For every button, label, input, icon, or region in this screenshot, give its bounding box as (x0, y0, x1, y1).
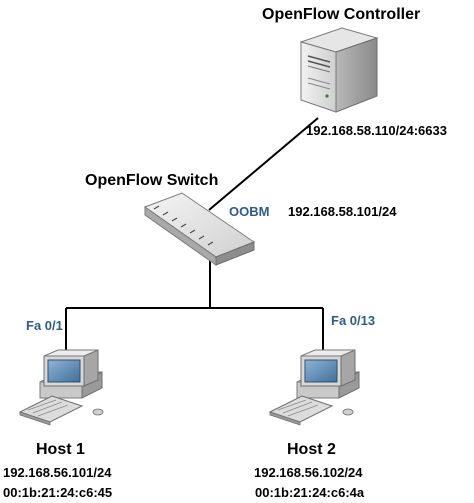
host-2-mac: 00:1b:21:24:c6:4a (255, 485, 365, 500)
host-2-computer-icon (268, 349, 360, 426)
host1-port-label: Fa 0/1 (26, 318, 63, 333)
switch-title: OpenFlow Switch (85, 172, 219, 189)
controller-switch-link (208, 117, 319, 211)
host-2-name: Host 2 (287, 441, 336, 458)
controller-address: 192.168.58.110/24:6633 (306, 123, 447, 138)
host2-port-label: Fa 0/13 (331, 313, 376, 328)
host-1-computer-icon (18, 349, 104, 426)
server-icon (299, 27, 379, 113)
oobm-port-label: OOBM (229, 204, 270, 219)
host-1-name: Host 1 (36, 441, 85, 458)
controller-title: OpenFlow Controller (262, 6, 421, 23)
host-1-mac: 00:1b:21:24:c6:45 (3, 485, 113, 500)
host-1-ip: 192.168.56.101/24 (3, 465, 112, 480)
host-2-ip: 192.168.56.102/24 (254, 465, 363, 480)
switch-icon (143, 192, 256, 266)
switch-mgmt-address: 192.168.58.101/24 (288, 204, 397, 219)
